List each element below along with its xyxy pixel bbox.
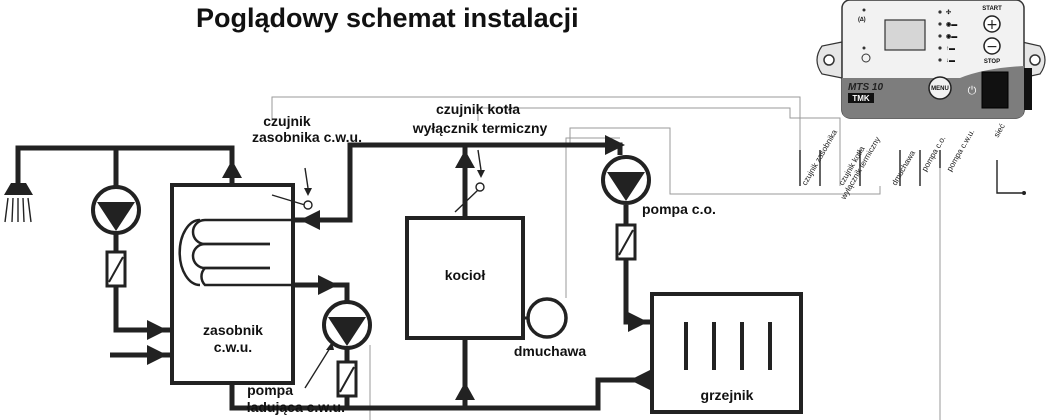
recirculation-valve-icon [105,250,127,288]
pump-co-label: pompa c.o. [642,201,716,217]
diagram-title: Poglądowy schemat instalacji [196,3,579,33]
blower-icon [523,297,568,339]
tank-label-line1: zasobnik [203,322,263,338]
boiler: kocioł [405,216,525,340]
hot-water-tank: zasobnik c.w.u. [170,183,295,385]
pump-status-icon-2: ◉▬ [946,34,957,40]
pump-co-icon [601,155,651,205]
mains-plug-icon [1022,191,1026,195]
arrow-left-coil [300,210,320,230]
wire-blower [565,137,620,298]
arrow-up-return [455,382,475,400]
controller-model: MTS 10 [848,82,883,93]
blower-label: dmuchawa [514,343,587,359]
temp-status-icon-1: ↑▬ [946,46,955,52]
boiler-label: kocioł [445,267,486,283]
recirculation-pump-icon [91,185,141,235]
boiler-sensor: czujnik kotła wyłącznik termiczny [412,101,548,213]
controller-display [884,19,926,51]
charge-pump-icon [322,300,372,350]
boiler-sensor-label-line1: czujnik kotła [436,101,520,117]
pipe-top-hot-water [15,145,235,185]
settings-icon [861,53,871,63]
control-wires [271,96,1026,420]
flow-arrows [147,135,650,400]
indicator-led-1 [862,8,866,12]
arrow-up-tank [222,160,242,178]
radiator-fins-icon [684,322,772,370]
minus-icon: − [986,39,998,55]
wire-pump-co [569,127,881,195]
tank-sensor-label-line1: czujnik [263,113,311,129]
controller-mts10: (∆) ✣ ◉▬ ◉▬ ↑▬ ↓▬ START + − STOP MTS 10 [816,0,1046,119]
temp-status-icon-2: ↓▬ [946,58,955,64]
wire-label-pump-cwu: pompa c.w.u. [945,128,976,173]
pipe-coil-supply [293,142,468,223]
boiler-sensor-icon [475,182,485,192]
arrow-up-boiler [455,150,475,168]
power-switch[interactable] [981,71,1009,109]
charge-pump-label-line2: ładująca c.w.u. [247,399,345,415]
wire-label-pump-co: pompa c.o. [920,134,948,173]
menu-label: MENU [931,86,949,92]
start-label: START [982,6,1002,12]
pipe-co-to-radiator [623,205,652,325]
plus-button[interactable]: + [983,15,1001,33]
pump-co-valve-icon [615,223,637,261]
boiler-sensor-label-line2: wyłącznik termiczny [412,120,548,136]
radiator-label: grzejnik [701,387,754,403]
tank-sensor: czujnik zasobnika c.w.u. [252,113,362,210]
radiator: grzejnik [650,292,803,414]
indicator-led-2 [862,46,866,50]
pipe-bottom-return [229,377,652,411]
wire-tank-sensor [271,96,801,186]
mount-hole-right-icon [1029,54,1041,66]
mount-hole-left-icon [823,54,835,66]
wire-label-mains: sieć [992,122,1007,139]
arrow-right-supply [605,135,625,155]
menu-button[interactable]: MENU [928,76,952,100]
wire-labels: czujnik zasobnika czujnik kotła wyłączni… [800,122,1007,202]
arrow-right-cold [147,345,167,365]
pipe-recirculation [113,148,170,333]
shower-icon [4,178,33,223]
tank-label-line2: c.w.u. [214,339,252,355]
alarm-icon: (∆) [858,16,866,23]
charge-pump-pointer [304,342,334,389]
pump-status-icon-1: ◉▬ [946,22,957,28]
brand-badge [848,93,874,103]
power-icon: ⏻ [968,84,977,97]
pipe-coil-return [293,282,350,305]
plus-icon: + [986,17,998,33]
wire-mains [996,160,1022,194]
controller-brand: TMK [852,94,870,103]
pipe-supply-co [465,142,623,155]
fan-icon: ✣ [946,9,951,16]
arrow-left-radiator [630,370,650,390]
tank-sensor-label-line2: zasobnika c.w.u. [252,129,362,145]
charge-valve-icon [336,360,358,398]
arrow-right-radiator [628,312,648,332]
wire-label-blower: dmuchawa [890,149,917,187]
side-connector [1024,68,1032,110]
arrow-right-coil [318,275,338,295]
heating-coil-icon [178,218,293,287]
stop-label: STOP [984,59,1000,65]
charge-pump-label-line1: pompa [247,382,293,398]
wire-boiler-sensor [477,107,841,186]
status-leds: ✣ ◉▬ ◉▬ ↑▬ ↓▬ [938,9,957,64]
tank-sensor-icon [303,200,313,210]
minus-button[interactable]: − [983,37,1001,55]
arrow-right-recirc [147,320,167,340]
